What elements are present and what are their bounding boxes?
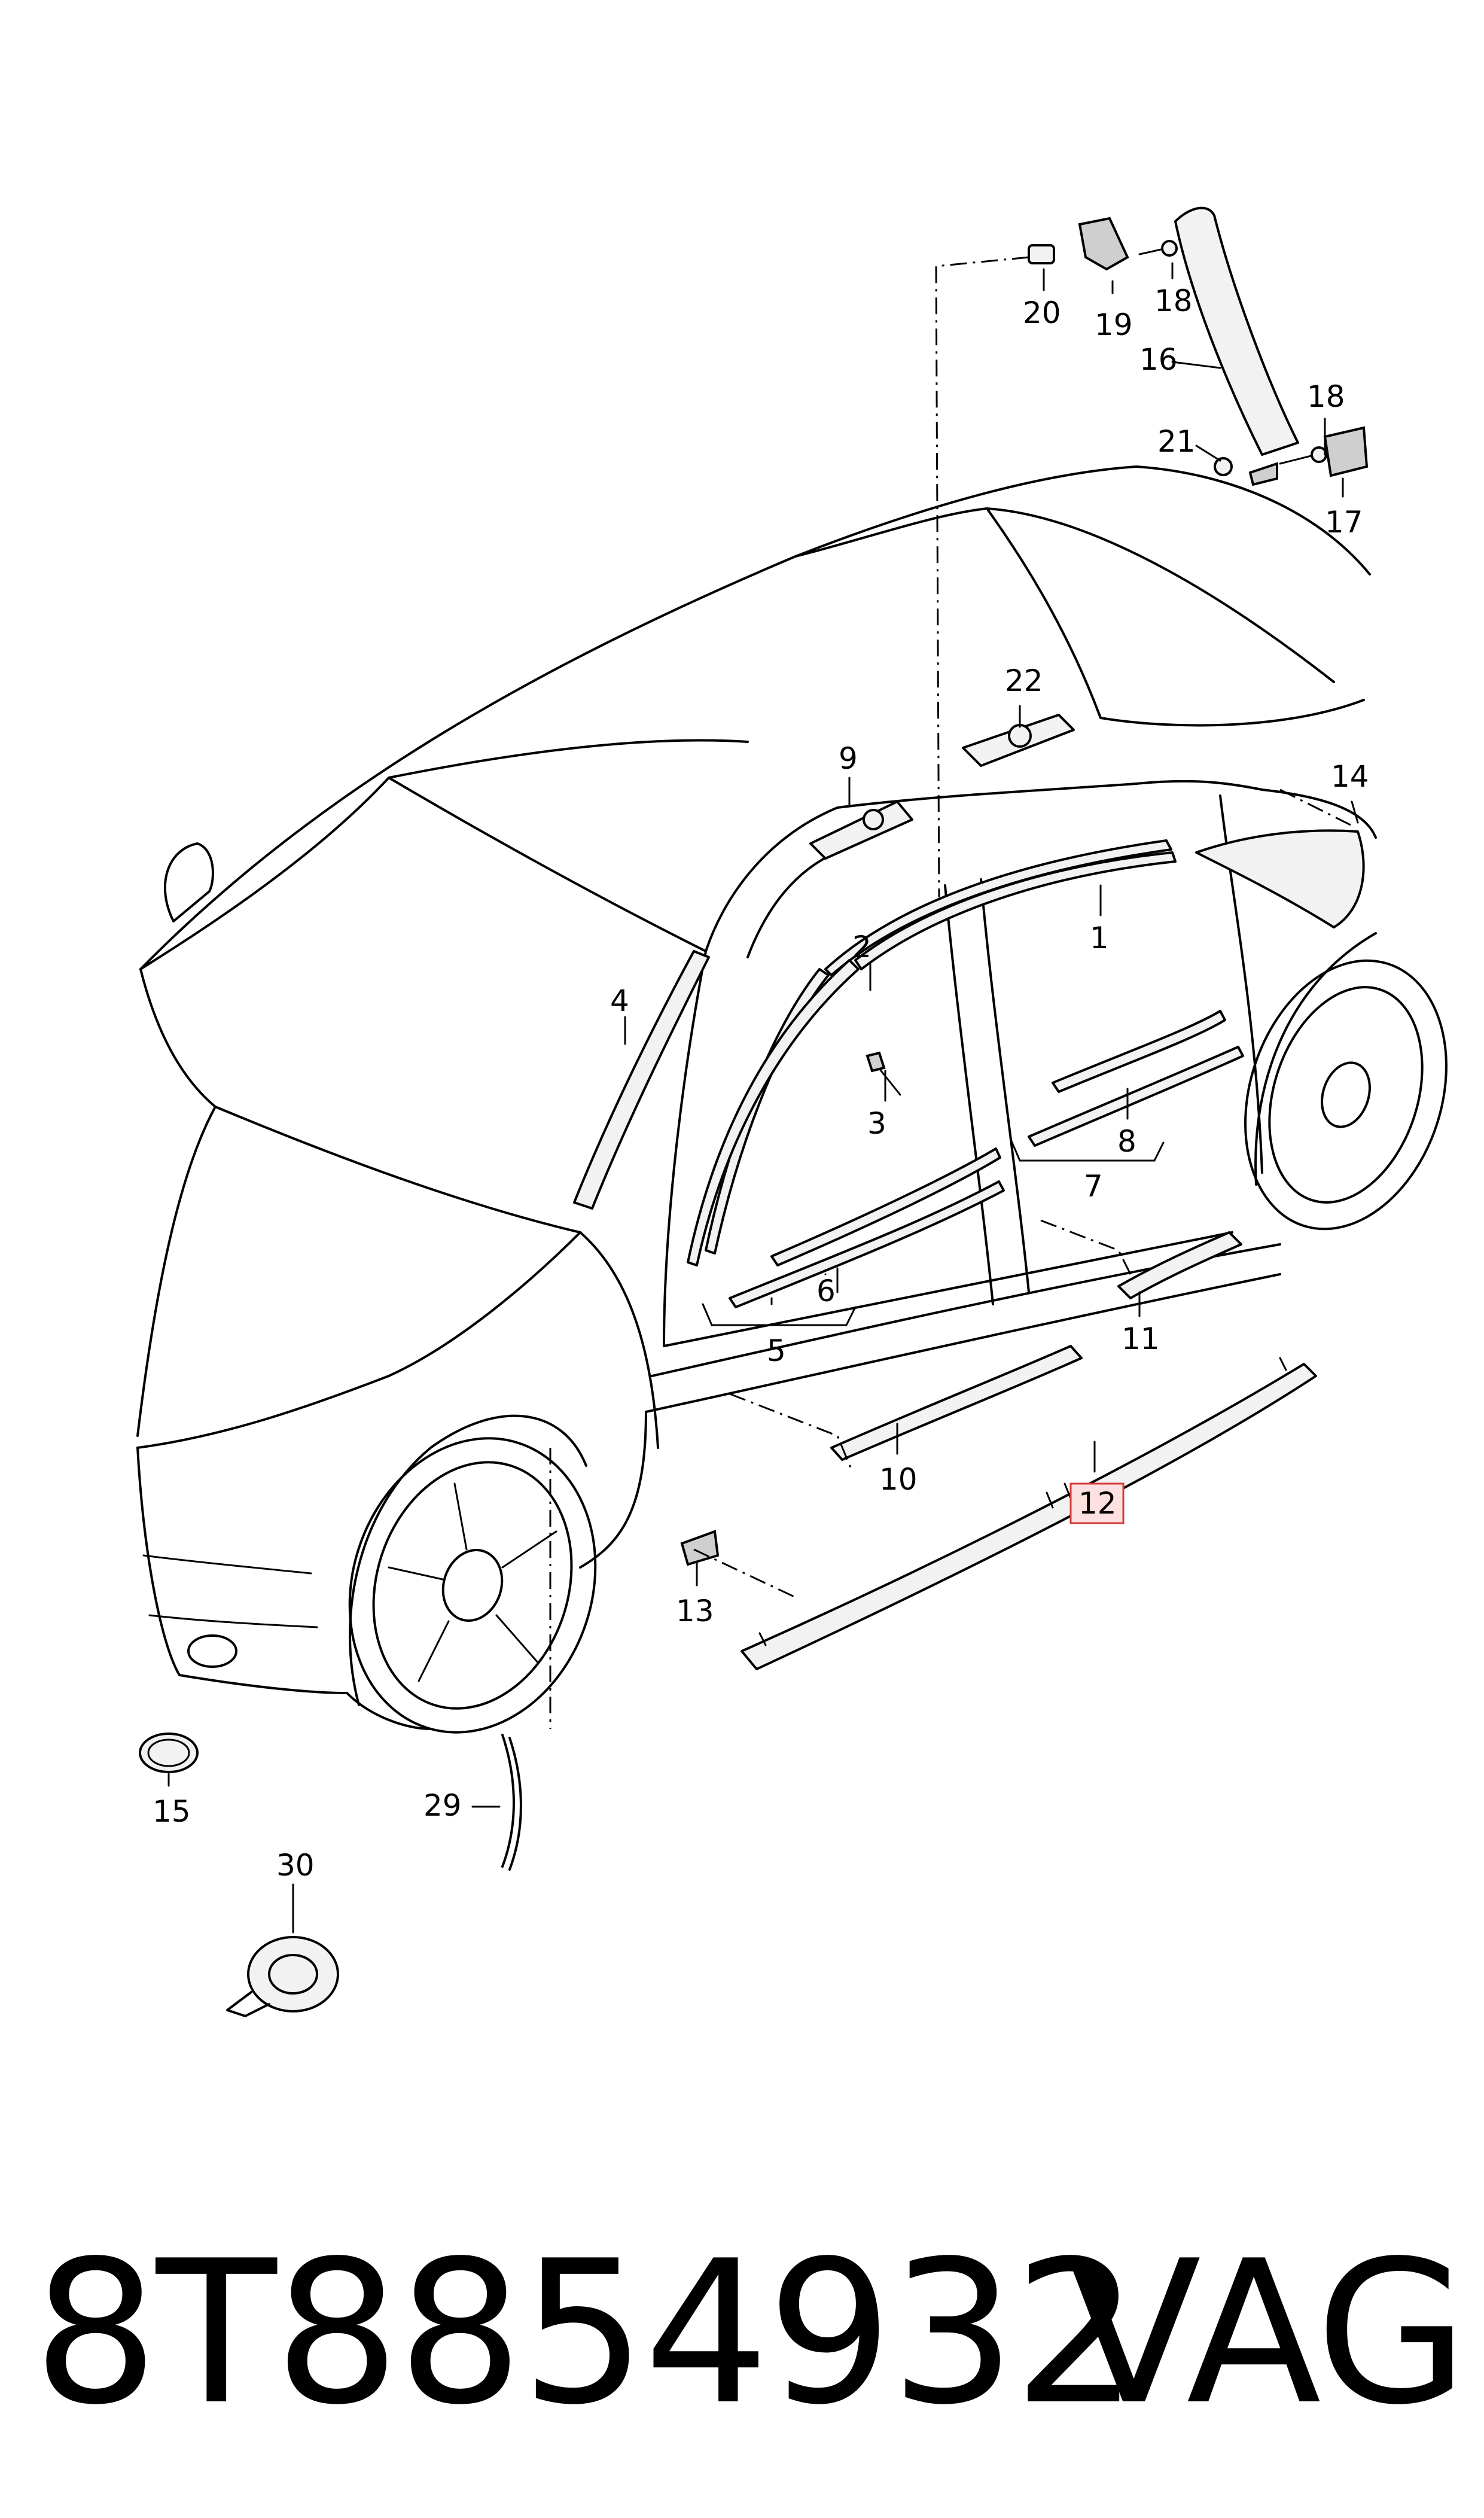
callout-label-4: 4 xyxy=(610,984,629,1018)
part-11-sill-plate-rear xyxy=(1117,1231,1242,1299)
callout-label-22: 22 xyxy=(1005,663,1043,698)
part-16-pillar-trim xyxy=(1174,206,1299,456)
callout-label-12: 12 xyxy=(1078,1486,1117,1521)
callout-label-3: 3 xyxy=(867,1106,886,1141)
part-4-windshield-trim xyxy=(573,950,710,1210)
part-19-bracket xyxy=(1078,217,1129,271)
leader-lines xyxy=(167,262,1359,1934)
callout-label-16: 16 xyxy=(1139,342,1178,377)
part-15-grommet xyxy=(139,1733,199,1773)
front-wheel xyxy=(348,1414,597,1734)
part-17-clip xyxy=(1323,426,1369,477)
callout-label-13: 13 xyxy=(676,1594,714,1628)
callout-label-10: 10 xyxy=(879,1462,918,1497)
rear-wheel xyxy=(1244,932,1448,1231)
brand-text: VAG xyxy=(1066,2218,1468,2448)
part-21-clip xyxy=(1214,457,1233,476)
callout-label-18-bottom: 18 xyxy=(1307,379,1345,414)
part-18-screw-top xyxy=(1138,240,1178,257)
part-18-screw-bottom xyxy=(1248,446,1327,486)
callout-label-18-top: 18 xyxy=(1154,284,1193,318)
part-6-door-trim-front xyxy=(729,1147,1005,1308)
callout-label-17: 17 xyxy=(1325,505,1363,540)
callout-label-2: 2 xyxy=(852,930,871,964)
callout-label-8: 8 xyxy=(1117,1124,1136,1159)
part-13-clip xyxy=(680,1530,720,1566)
part-8-door-trim-rear xyxy=(1028,1010,1244,1147)
part-22-bracket xyxy=(962,714,1075,767)
callout-label-9: 9 xyxy=(839,741,858,776)
part-14-quarter-window xyxy=(1195,829,1365,928)
parts-diagram: 1 2 3 4 5 6 7 8 9 10 11 12 13 14 15 16 1… xyxy=(136,206,1448,2017)
car-body-outline xyxy=(136,465,1377,1730)
callout-label-5: 5 xyxy=(767,1333,786,1368)
reference-lines xyxy=(549,256,1352,1729)
callout-label-19: 19 xyxy=(1095,307,1133,342)
callout-label-20: 20 xyxy=(1023,296,1061,330)
footer: 8T8854932 VAG xyxy=(0,2178,1484,2489)
callout-label-29: 29 xyxy=(423,1788,462,1823)
part-9-bracket xyxy=(809,800,913,860)
part-20-clip xyxy=(1028,244,1055,264)
callout-label-11: 11 xyxy=(1122,1322,1160,1356)
callout-label-15: 15 xyxy=(153,1794,191,1829)
part-2-roof-trim xyxy=(687,851,1177,1266)
part-10-sill-plate-front xyxy=(830,1345,1083,1461)
side-mirror xyxy=(164,842,214,922)
callout-label-7: 7 xyxy=(1084,1169,1103,1204)
callout-label-1: 1 xyxy=(1090,921,1109,955)
part-30-tape-roll xyxy=(226,1936,339,2017)
callout-label-6: 6 xyxy=(816,1274,836,1308)
part-12-side-sill-trim xyxy=(741,1357,1317,1670)
part-3-screw xyxy=(866,1051,901,1096)
callout-labels: 1 2 3 4 5 6 7 8 9 10 11 12 13 14 15 16 1… xyxy=(153,284,1369,1883)
callout-label-21: 21 xyxy=(1157,424,1196,459)
part-29-seal-strip xyxy=(501,1734,522,1871)
part-number-text: 8T8854932 xyxy=(33,2218,1139,2448)
callout-label-14: 14 xyxy=(1331,759,1369,794)
callout-label-30: 30 xyxy=(276,1848,315,1883)
highlight-box-12 xyxy=(1069,1482,1125,1524)
